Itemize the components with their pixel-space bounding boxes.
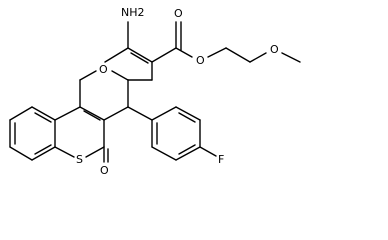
thioester-carbonyl bbox=[103, 146, 109, 163]
ether-oxygen-label: O bbox=[270, 43, 279, 56]
pyran-ring bbox=[79, 47, 153, 121]
thiopyranone-ring bbox=[54, 106, 105, 158]
benzo-ring bbox=[9, 106, 56, 161]
structure-canvas: NH2 O O O O S O F bbox=[9, 6, 301, 177]
ester-alkoxy-oxygen-label: O bbox=[196, 54, 205, 67]
fluorophenyl-ring bbox=[127, 106, 217, 161]
fluorine-label: F bbox=[218, 153, 224, 166]
sulfur-label: S bbox=[76, 153, 83, 166]
ring-oxygen-label: O bbox=[99, 63, 108, 76]
ester-group bbox=[151, 21, 301, 63]
thioester-carbonyl-oxygen-label: O bbox=[100, 164, 109, 177]
ester-carbonyl-oxygen-label: O bbox=[174, 7, 183, 20]
amine-label: NH2 bbox=[121, 6, 145, 19]
chemical-structure: NH2 O O O O S O F bbox=[9, 6, 301, 177]
